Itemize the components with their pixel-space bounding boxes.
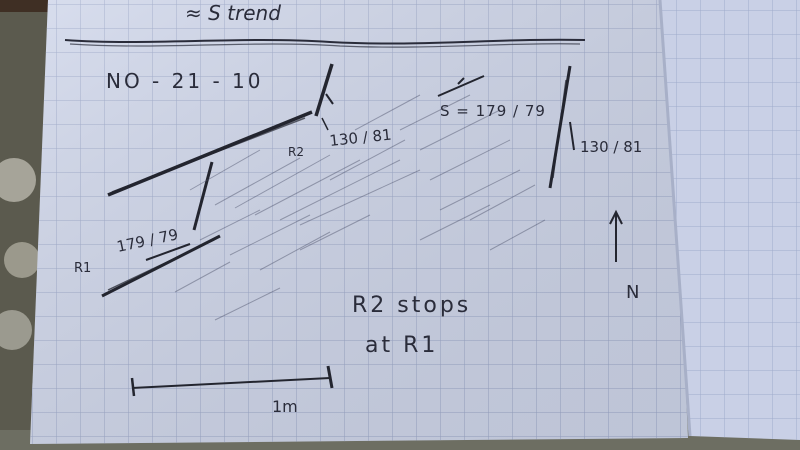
note-line-2: at R1 — [365, 333, 438, 358]
r1-label: R1 — [74, 261, 91, 276]
notebook-page-left — [30, 0, 688, 444]
north-arrow-icon — [609, 209, 623, 262]
scale-label: 1m — [272, 397, 298, 416]
header-text: ≈ S trend — [185, 1, 281, 25]
note-line-1: R2 stops — [352, 293, 471, 318]
r1-fracture-trace — [101, 234, 221, 298]
r2-strike-dip-symbol — [314, 63, 334, 131]
r2-label: R2 — [288, 145, 304, 159]
right-attitude-upper: S = 179 / 79 — [440, 102, 546, 120]
notebook-page-right — [658, 0, 800, 440]
north-label: N — [626, 282, 639, 303]
hatch-lines — [174, 94, 546, 321]
r2-fracture-trace — [107, 110, 313, 197]
outcrop-id: NO - 21 - 10 — [106, 69, 263, 93]
header-underline — [64, 38, 586, 45]
right-strike-dip-symbol — [437, 65, 575, 189]
scale-bar — [130, 365, 334, 397]
right-attitude-lower: 130 / 81 — [580, 138, 642, 156]
r1-strike-dip-symbol — [145, 161, 214, 261]
